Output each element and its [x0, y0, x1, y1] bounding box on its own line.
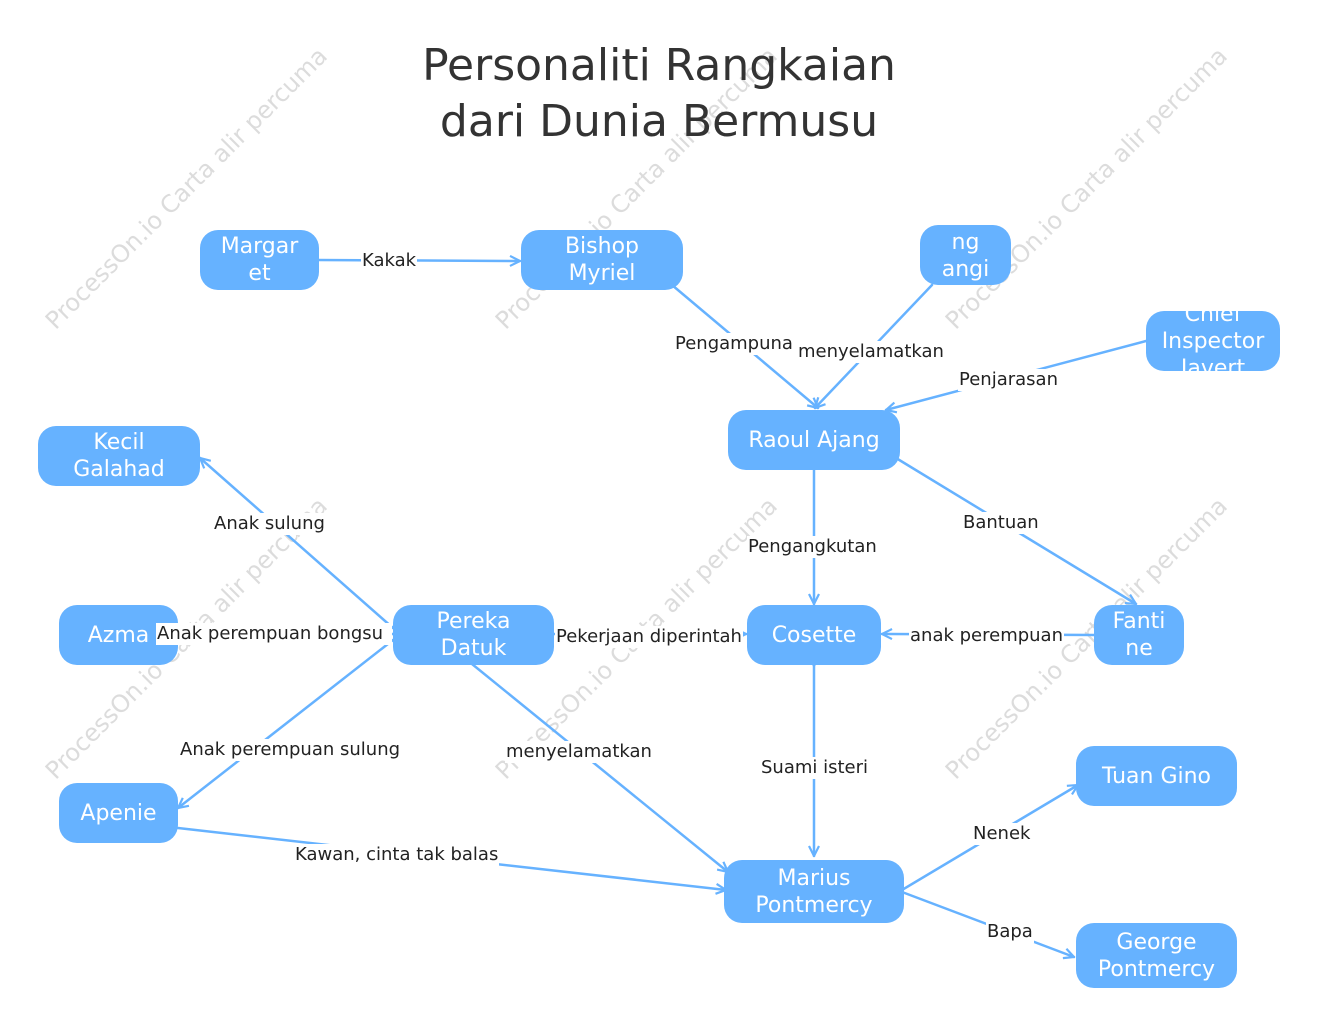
- diagram-title: Personaliti Rangkaian dari Dunia Bermusu: [359, 38, 959, 150]
- node-pereka-datuk[interactable]: Pereka Datuk: [393, 605, 554, 665]
- edge-label-anak-perempuan-sulung: Anak perempuan sulung: [179, 739, 402, 761]
- node-george-pontmercy[interactable]: George Pontmercy: [1076, 923, 1237, 988]
- edge-label-bantuan: Bantuan: [962, 512, 1040, 534]
- title-line-2: dari Dunia Bermusu: [439, 96, 879, 147]
- node-raoul-ajang[interactable]: Raoul Ajang: [728, 410, 900, 470]
- node-bishop-myriel[interactable]: Bishop Myriel: [521, 230, 683, 290]
- edge-label-anak-perempuan: anak perempuan: [909, 625, 1064, 647]
- edge-margaret-bishop: [316, 260, 522, 261]
- node-fantine[interactable]: Fanti ne: [1094, 605, 1184, 665]
- edge-label-bapa: Bapa: [986, 921, 1034, 943]
- edge-label-menyelamatkan-raoul: menyelamatkan: [797, 341, 945, 363]
- edge-label-kawan-cinta-tak-balas: Kawan, cinta tak balas: [294, 844, 500, 866]
- edge-label-nenek: Nenek: [972, 823, 1032, 845]
- edge-label-pengampuna: Pengampuna: [674, 333, 794, 355]
- node-margaret[interactable]: Margar et: [200, 230, 319, 290]
- edge-label-suami-isteri: Suami isteri: [760, 757, 870, 779]
- edge-label-penjarasan: Penjarasan: [958, 369, 1059, 391]
- node-chief-inspector-javert[interactable]: Chief Inspector Javert: [1146, 311, 1280, 371]
- node-marius-pontmercy[interactable]: Marius Pontmercy: [724, 860, 904, 923]
- node-apenie[interactable]: Apenie: [59, 783, 178, 843]
- edge-label-menyelamatkan-marius: menyelamatkan: [505, 741, 653, 763]
- node-cosette[interactable]: Cosette: [747, 605, 881, 665]
- node-azma[interactable]: Azma: [59, 605, 178, 665]
- node-tuan-gino[interactable]: Tuan Gino: [1076, 746, 1237, 806]
- node-ngangi[interactable]: ng angi: [920, 225, 1011, 285]
- title-line-1: Personaliti Rangkaian: [422, 40, 896, 91]
- edge-label-kakak: Kakak: [361, 250, 418, 272]
- edge-label-pengangkutan: Pengangkutan: [747, 536, 878, 558]
- node-kecil-galahad[interactable]: Kecil Galahad: [38, 426, 200, 486]
- edge-pereka-apenie: [178, 638, 395, 808]
- edge-pereka-marius: [470, 662, 728, 872]
- edge-label-anak-perempuan-bongsu: Anak perempuan bongsu: [156, 623, 392, 645]
- edge-label-pekerjaan-diperintah: Pekerjaan diperintah: [555, 626, 743, 648]
- edge-label-anak-sulung: Anak sulung: [213, 513, 326, 535]
- edge-pereka-kecil: [200, 458, 395, 630]
